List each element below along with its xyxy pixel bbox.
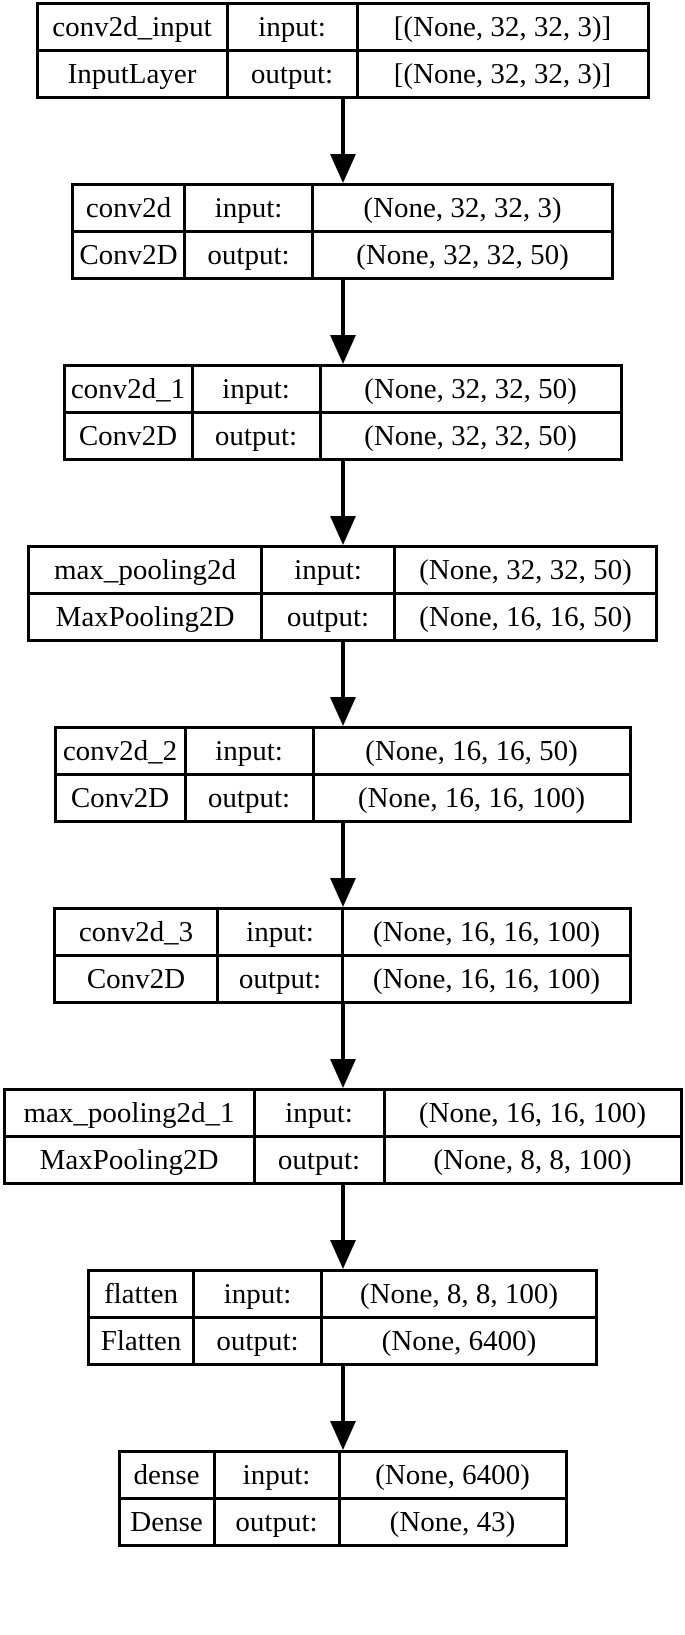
layer-type-cell: InputLayer: [35, 49, 229, 99]
output-shape-cell: (None, 6400): [320, 1316, 598, 1366]
io-label-cell: output:: [190, 411, 322, 461]
arrow-shaft: [340, 642, 345, 697]
input-shape-cell: (None, 8, 8, 100): [320, 1269, 598, 1319]
arrow-head-icon: [329, 697, 356, 726]
input-shape-cell: (None, 32, 32, 3): [311, 183, 614, 233]
layer-type-cell: Flatten: [87, 1316, 195, 1366]
arrow-shaft: [340, 823, 345, 878]
layer-type-cell: MaxPooling2D: [27, 592, 263, 642]
layer-name-cell: max_pooling2d_1: [2, 1088, 256, 1138]
output-shape-cell: (None, 8, 8, 100): [382, 1135, 683, 1185]
arrow-head-icon: [329, 154, 356, 183]
io-label-cell: output:: [260, 592, 396, 642]
output-shape-cell: (None, 16, 16, 100): [341, 954, 632, 1004]
io-label-cell: output:: [192, 1316, 323, 1366]
input-shape-cell: (None, 32, 32, 50): [393, 545, 658, 595]
io-label-cell: input:: [212, 1450, 341, 1500]
io-label-cell: input:: [183, 726, 315, 776]
layer-node-flatten: flatten input: (None, 8, 8, 100) Flatten…: [87, 1269, 598, 1366]
arrow-head-icon: [329, 516, 356, 545]
io-label-cell: input:: [225, 2, 359, 52]
layer-type-cell: Conv2D: [53, 773, 187, 823]
arrow-shaft: [340, 280, 345, 335]
arrow-head-icon: [329, 1240, 356, 1269]
output-shape-cell: (None, 16, 16, 100): [311, 773, 632, 823]
io-label-cell: input:: [192, 1269, 323, 1319]
flow-arrow-down-icon: [329, 823, 356, 907]
arrow-shaft: [340, 461, 345, 516]
layer-node-conv2d-input: conv2d_input input: [(None, 32, 32, 3)] …: [35, 2, 650, 99]
layer-name-cell: conv2d_3: [53, 907, 219, 957]
arrow-shaft: [340, 1366, 345, 1421]
layer-name-cell: conv2d_input: [35, 2, 229, 52]
arrow-head-icon: [329, 335, 356, 364]
layer-type-cell: Dense: [117, 1497, 216, 1547]
io-label-cell: output:: [216, 954, 344, 1004]
input-shape-cell: [(None, 32, 32, 3)]: [355, 2, 650, 52]
flow-arrow-down-icon: [329, 280, 356, 364]
layer-type-cell: Conv2D: [71, 230, 186, 280]
layer-name-cell: conv2d: [71, 183, 186, 233]
layer-node-conv2d-3: conv2d_3 input: (None, 16, 16, 100) Conv…: [53, 907, 632, 1004]
arrow-shaft: [340, 99, 345, 154]
output-shape-cell: (None, 16, 16, 50): [393, 592, 658, 642]
layer-node-max-pooling2d-1: max_pooling2d_1 input: (None, 16, 16, 10…: [2, 1088, 683, 1185]
arrow-head-icon: [329, 1421, 356, 1450]
input-shape-cell: (None, 16, 16, 100): [382, 1088, 683, 1138]
layer-node-conv2d-2: conv2d_2 input: (None, 16, 16, 50) Conv2…: [53, 726, 632, 823]
arrow-shaft: [340, 1004, 345, 1059]
layer-type-cell: Conv2D: [62, 411, 194, 461]
layer-node-max-pooling2d: max_pooling2d input: (None, 32, 32, 50) …: [27, 545, 658, 642]
layer-name-cell: conv2d_1: [62, 364, 194, 414]
layer-node-conv2d: conv2d input: (None, 32, 32, 3) Conv2D o…: [71, 183, 614, 280]
io-label-cell: input:: [183, 183, 314, 233]
flow-arrow-down-icon: [329, 1185, 356, 1269]
arrow-head-icon: [329, 1059, 356, 1088]
io-label-cell: output:: [183, 773, 315, 823]
flow-arrow-down-icon: [329, 1366, 356, 1450]
io-label-cell: output:: [225, 49, 359, 99]
layer-name-cell: dense: [117, 1450, 216, 1500]
output-shape-cell: [(None, 32, 32, 3)]: [355, 49, 650, 99]
input-shape-cell: (None, 16, 16, 100): [341, 907, 632, 957]
layer-name-cell: flatten: [87, 1269, 195, 1319]
flow-arrow-down-icon: [329, 99, 356, 183]
layer-name-cell: conv2d_2: [53, 726, 187, 776]
layer-node-dense: dense input: (None, 6400) Dense output: …: [117, 1450, 568, 1547]
output-shape-cell: (None, 32, 32, 50): [311, 230, 614, 280]
io-label-cell: output:: [183, 230, 314, 280]
flow-arrow-down-icon: [329, 1004, 356, 1088]
flow-arrow-down-icon: [329, 461, 356, 545]
input-shape-cell: (None, 6400): [337, 1450, 568, 1500]
layer-name-cell: max_pooling2d: [27, 545, 263, 595]
io-label-cell: output:: [212, 1497, 341, 1547]
io-label-cell: input:: [252, 1088, 386, 1138]
io-label-cell: input:: [216, 907, 344, 957]
layer-type-cell: MaxPooling2D: [2, 1135, 256, 1185]
io-label-cell: output:: [252, 1135, 386, 1185]
flow-arrow-down-icon: [329, 642, 356, 726]
output-shape-cell: (None, 32, 32, 50): [318, 411, 623, 461]
arrow-head-icon: [329, 878, 356, 907]
layer-node-conv2d-1: conv2d_1 input: (None, 32, 32, 50) Conv2…: [62, 364, 623, 461]
arrow-shaft: [340, 1185, 345, 1240]
io-label-cell: input:: [190, 364, 322, 414]
input-shape-cell: (None, 16, 16, 50): [311, 726, 632, 776]
layer-type-cell: Conv2D: [53, 954, 219, 1004]
input-shape-cell: (None, 32, 32, 50): [318, 364, 623, 414]
output-shape-cell: (None, 43): [337, 1497, 568, 1547]
io-label-cell: input:: [260, 545, 396, 595]
